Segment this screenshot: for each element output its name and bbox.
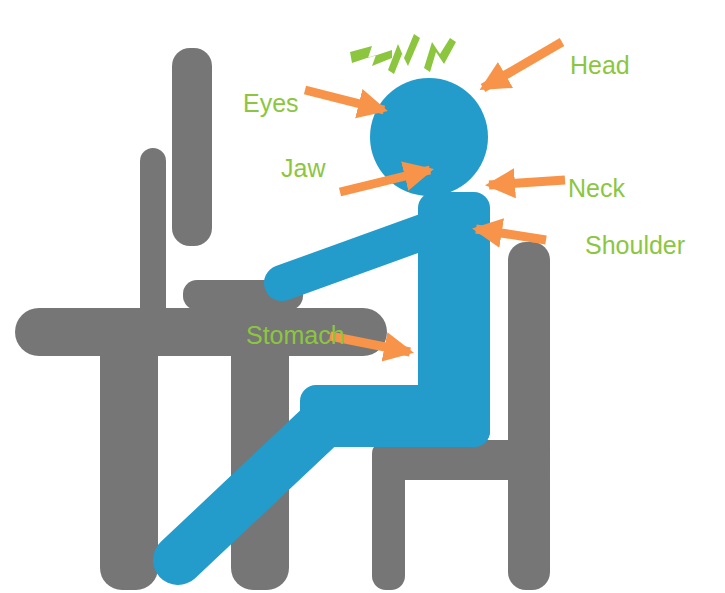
part-label: Shoulder: [585, 230, 685, 260]
callout-arrow: [489, 180, 565, 185]
desk-top: [15, 308, 387, 356]
callout-arrow: [483, 42, 562, 88]
person-leg: [178, 412, 335, 560]
stress-mark: [424, 38, 456, 72]
part-label: Neck: [568, 173, 625, 203]
callout-arrow: [340, 170, 430, 192]
monitor-screen: [172, 48, 212, 246]
part-label: Head: [570, 50, 630, 80]
stress-mark: [388, 34, 420, 74]
chair-back: [508, 242, 550, 590]
part-label: Jaw: [281, 153, 325, 183]
part-label: Stomach: [246, 320, 345, 350]
stress-mark: [350, 46, 392, 66]
chair-leg: [372, 450, 405, 590]
person-arm: [282, 218, 462, 283]
part-label: Eyes: [243, 88, 299, 118]
desk-leg: [100, 330, 158, 590]
callout-arrow: [305, 90, 384, 110]
callout-arrow: [476, 229, 546, 240]
